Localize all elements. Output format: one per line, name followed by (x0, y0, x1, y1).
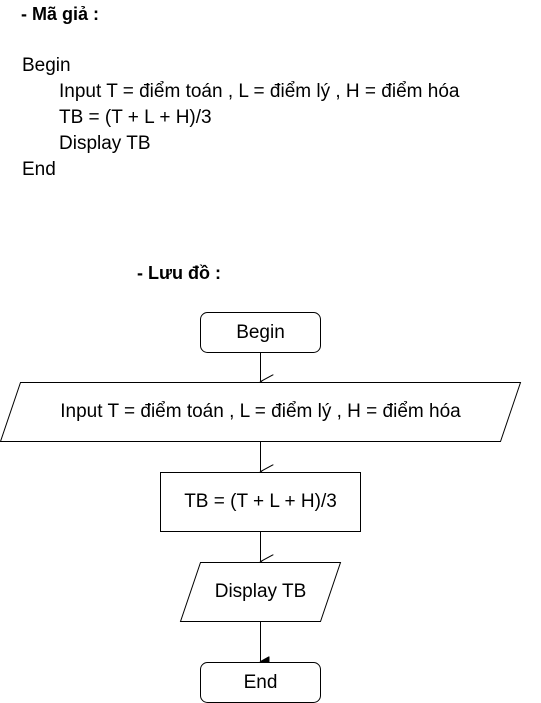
pseudocode-line-end: End (22, 159, 56, 180)
pseudocode-line-display: Display TB (59, 133, 151, 154)
display-node (179, 562, 342, 622)
end-node-label: End (244, 672, 278, 693)
input-node (0, 382, 522, 442)
display-node-label: Display TB (215, 581, 307, 602)
pseudocode-heading: - Mã giả : (21, 4, 100, 24)
flowchart-heading: - Lưu đồ : (137, 263, 222, 283)
input-node-label: Input T = điểm toán , L = điểm lý , H = … (60, 401, 461, 422)
pseudocode-line-begin: Begin (22, 55, 71, 76)
begin-node-label: Begin (236, 322, 285, 343)
compute-node (160, 472, 361, 532)
compute-node-label: TB = (T + L + H)/3 (184, 491, 337, 512)
pseudocode-line-compute: TB = (T + L + H)/3 (59, 107, 212, 128)
pseudocode-line-input: Input T = điểm toán , L = điểm lý , H = … (59, 81, 460, 102)
